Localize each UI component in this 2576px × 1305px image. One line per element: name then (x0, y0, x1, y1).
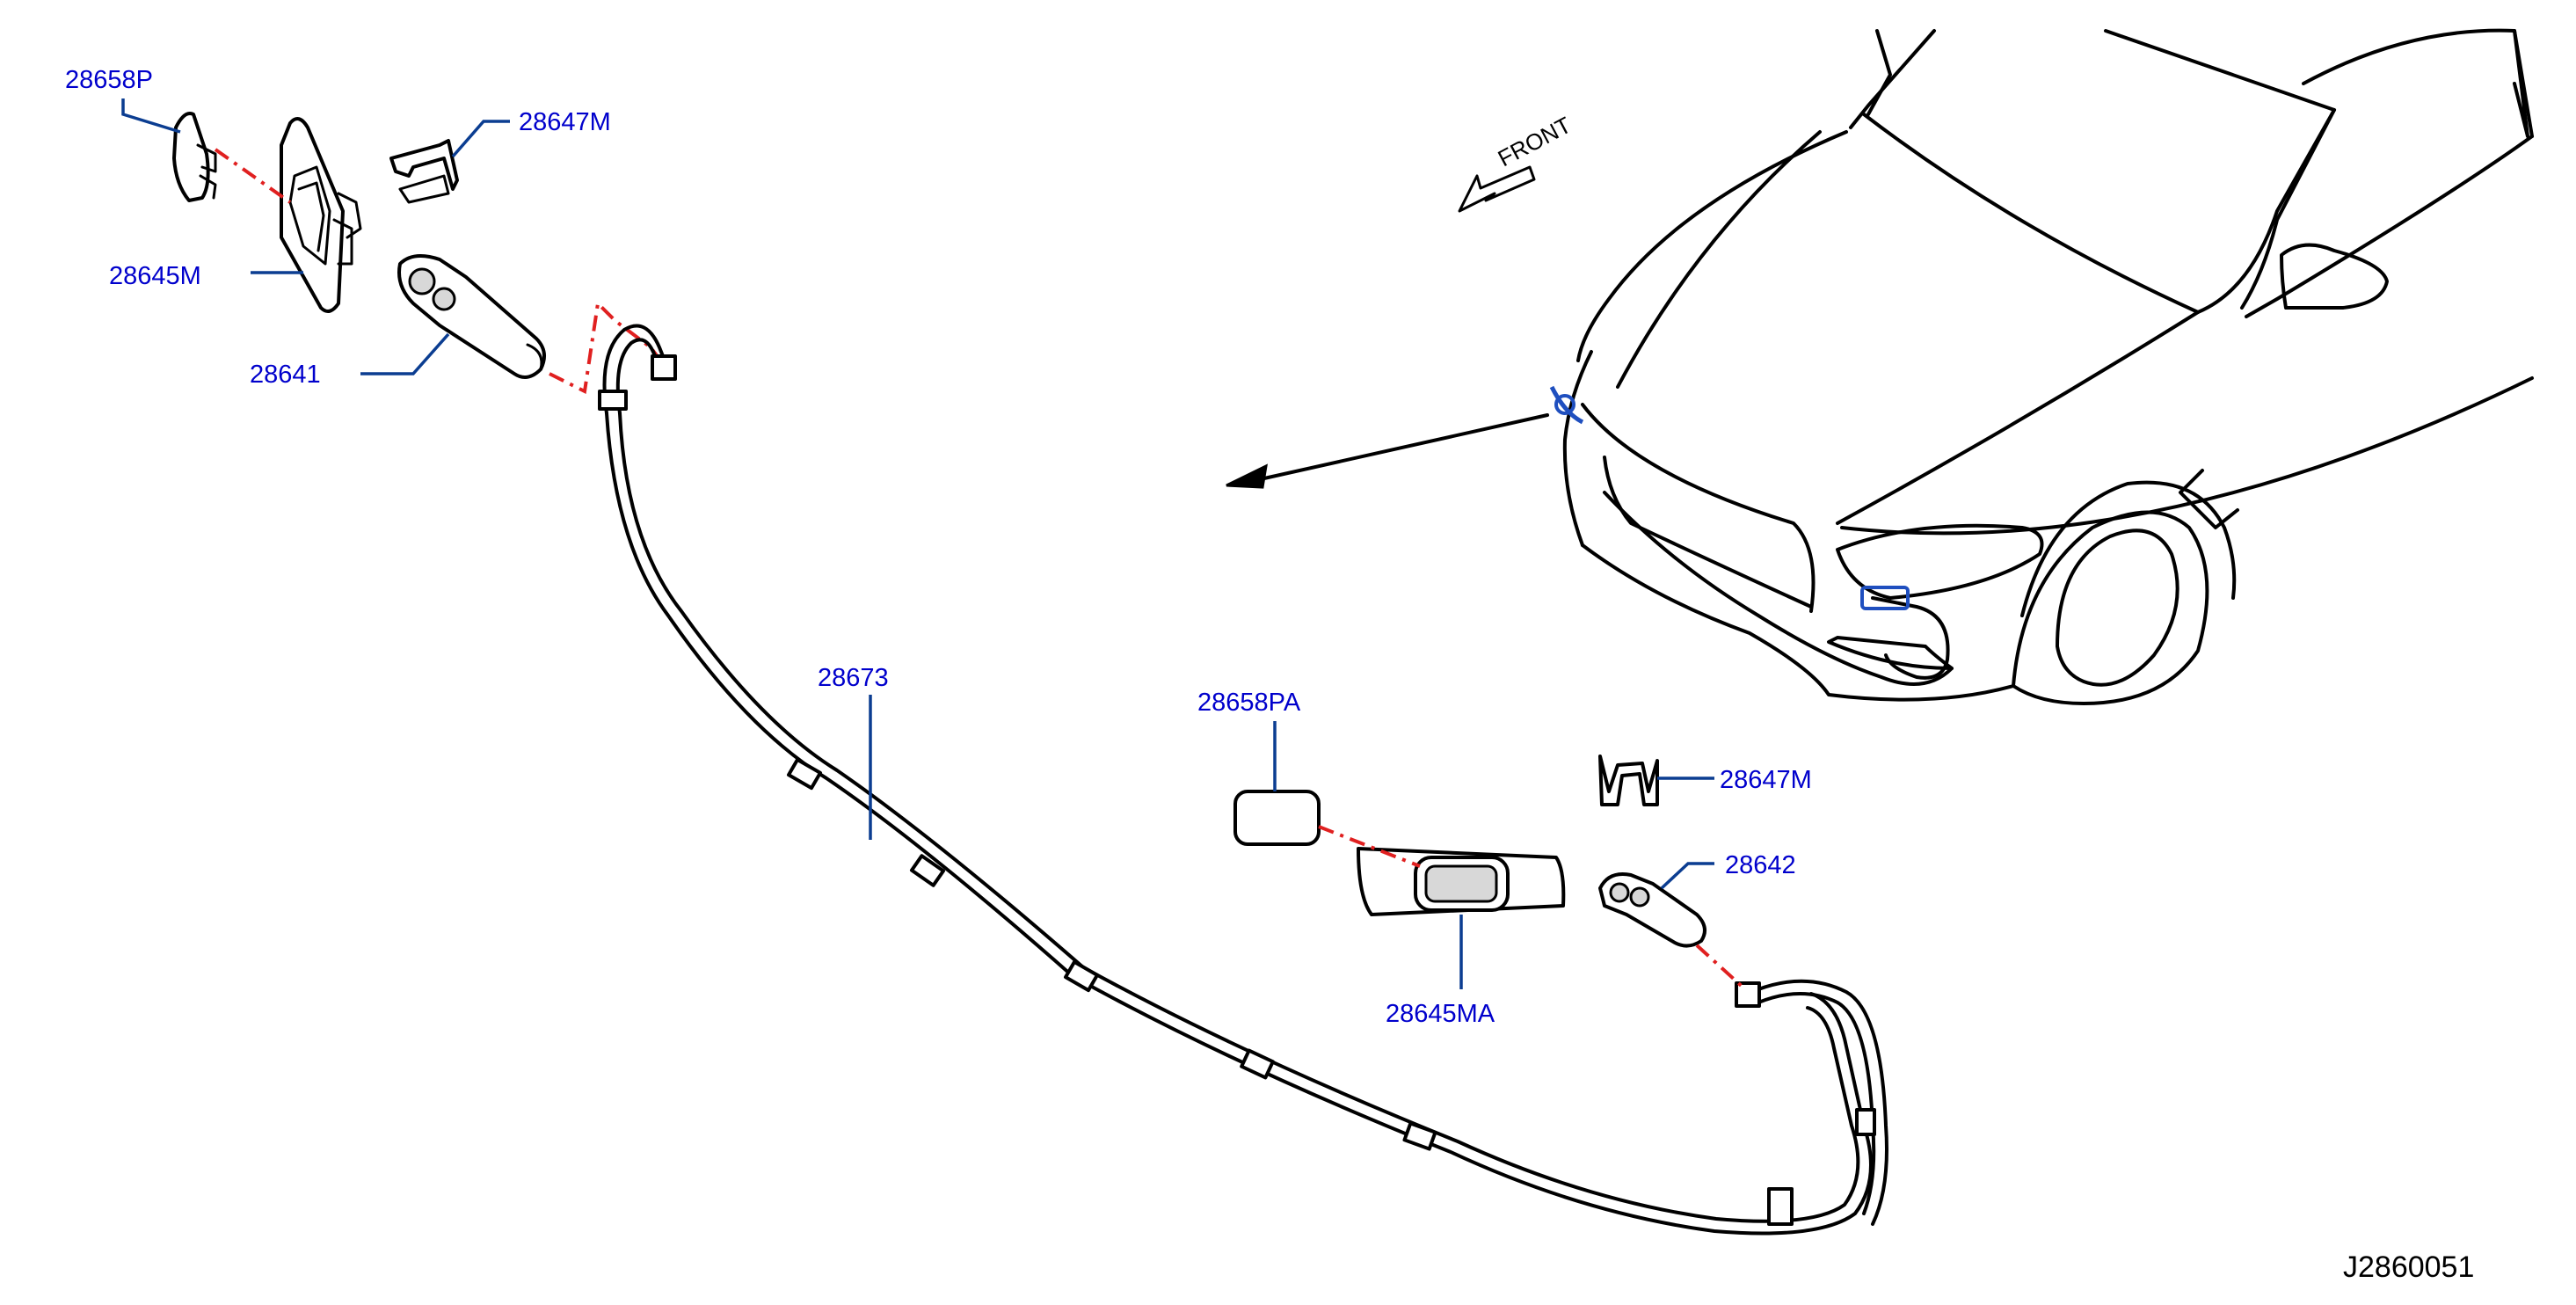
figure-id: J2860051 (2343, 1250, 2474, 1284)
part-label: 28645MA (1386, 1000, 1495, 1028)
part-label: 28658P (65, 66, 153, 94)
washer-nozzle-right (1598, 872, 1706, 948)
hose-connector (1735, 981, 1761, 1008)
washer-hose (598, 324, 1888, 1236)
clip-right (1598, 755, 1659, 806)
hose-clip (1767, 1187, 1794, 1226)
bracket-right (1357, 847, 1566, 916)
assembly-line (214, 148, 292, 204)
washer-nozzle-left (397, 254, 546, 379)
assembly-line (1695, 944, 1747, 991)
bracket-left (280, 117, 362, 313)
hose-clip (787, 757, 822, 791)
washer-cap-right (1233, 790, 1321, 846)
pointer-arrow-icon (1226, 413, 1549, 489)
front-arrow-icon (1458, 165, 1536, 213)
clip-left (389, 139, 459, 204)
assembly-line (1318, 825, 1421, 868)
assembly-line (549, 299, 666, 395)
part-label: 28647M (519, 108, 611, 136)
front-label: FRONT (1494, 112, 1575, 172)
hose-clip (909, 854, 946, 887)
hose-clip (1240, 1048, 1275, 1080)
hose-clip (1855, 1108, 1876, 1136)
part-label: 28642 (1725, 851, 1796, 879)
part-label: 28673 (818, 664, 889, 692)
hose-clip (1064, 959, 1099, 993)
part-label: 28647M (1720, 766, 1812, 794)
part-label: 28645M (109, 262, 201, 290)
leader-line (121, 98, 181, 134)
hose-clip (598, 390, 628, 411)
hose-clip (1402, 1121, 1437, 1151)
leader-line (451, 120, 510, 158)
hose-connector (651, 354, 677, 381)
leader-line (1660, 862, 1714, 890)
leader-line (360, 332, 450, 375)
car-outline (1549, 28, 2534, 705)
part-label: 28658PA (1197, 689, 1301, 717)
part-label: 28641 (250, 361, 321, 389)
washer-cap-left (172, 112, 217, 202)
